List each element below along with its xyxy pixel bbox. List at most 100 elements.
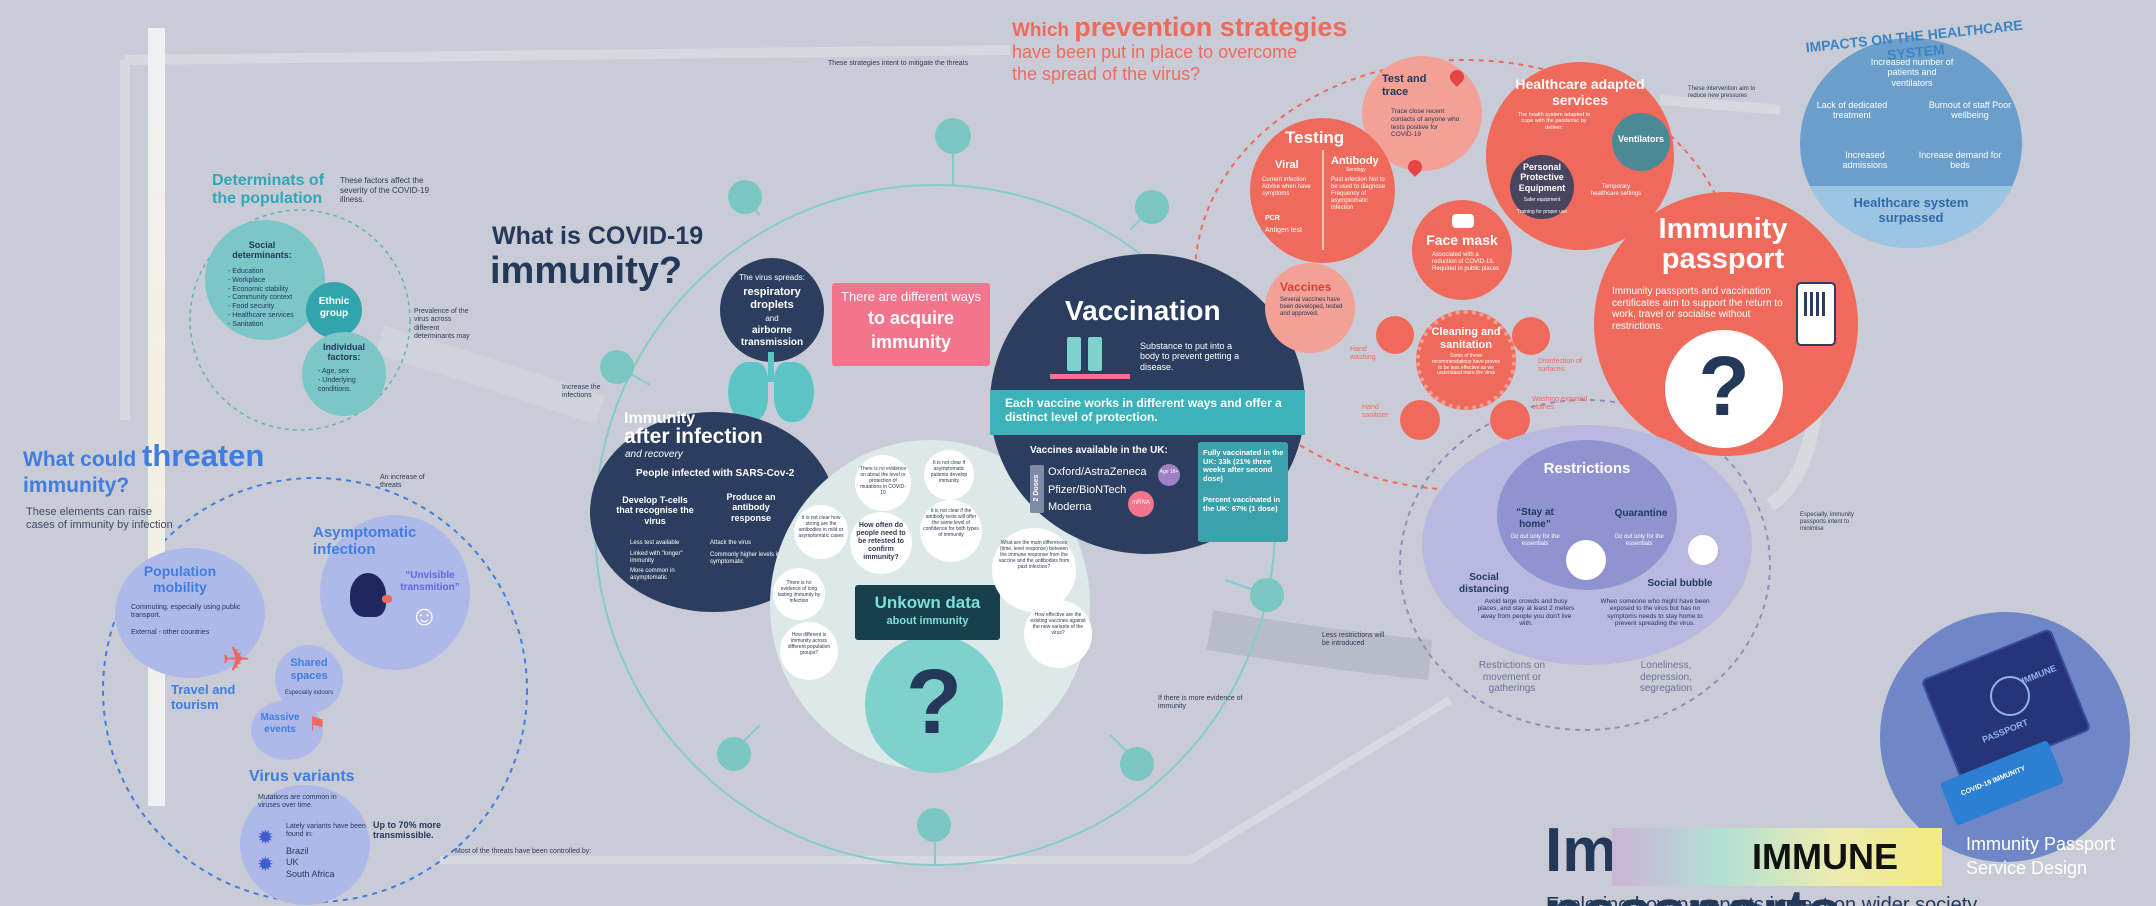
vaccination-band-text: Each vaccine works in different ways and…	[1005, 396, 1282, 424]
impacts-demand: Increase demand for beds	[1918, 150, 2002, 171]
hand-sanitiser: Hand sanitiser	[1362, 404, 1389, 420]
infection-title-b: after infection	[624, 425, 763, 448]
ppe-circle	[1510, 155, 1574, 219]
healthcare-desc: The health system adapted to cope with t…	[1517, 112, 1591, 131]
face-mask-desc: Associated with a reduction of COVID-19.…	[1432, 252, 1500, 273]
travel-tourism: Travel and tourism	[171, 682, 236, 712]
social-distancing-desc: Avoid large crowds and busy places, and …	[1477, 598, 1575, 628]
cough-mark-icon	[382, 595, 392, 603]
more-common: More common in asymptomatic	[630, 568, 675, 582]
vaccine-item: Oxford/AstraZeneca	[1048, 466, 1147, 478]
question-text: How often do people need to be retested …	[856, 522, 906, 562]
cleaning-circle	[1416, 310, 1516, 410]
threaten-title-c: immunity?	[23, 473, 130, 497]
disinfection: Disinfection of surfaces	[1538, 358, 1582, 374]
vaccination-desc: Substance to put into a body to prevent …	[1140, 341, 1240, 372]
passport-question-circle	[1665, 330, 1783, 448]
determinants-title: Determinats of the population	[212, 172, 325, 208]
washing-clothes: Washing exposed clothes	[1532, 396, 1588, 412]
disinfection-icon	[1512, 317, 1550, 355]
social-item: - Education	[228, 268, 264, 275]
ventilators-circle	[1612, 113, 1670, 171]
antibody-items: Past infection Not to be used to diagnos…	[1331, 177, 1386, 211]
threaten-desc: These elements can raise cases of immuni…	[26, 506, 173, 531]
mobility-desc: Commuting, especially using public trans…	[131, 604, 241, 620]
face-mask-title: Face mask	[1426, 232, 1498, 248]
unknown-question-circle	[865, 635, 1003, 773]
individual-title: Individual factors:	[322, 342, 365, 363]
less-tests: Less test available	[630, 540, 680, 546]
ring-node	[1250, 578, 1284, 612]
social-item: - Healthcare services	[228, 311, 294, 319]
variant-countries: Brazil UK South Africa	[286, 846, 366, 880]
question-bubble	[855, 455, 911, 511]
social-determinants-circle	[205, 220, 325, 340]
attack-virus: Attack the virus	[710, 540, 752, 546]
higher-levels: Commonly higher levels in symptomatic	[710, 552, 781, 566]
doses-badge	[1030, 465, 1044, 513]
viral-title: Viral	[1275, 159, 1299, 171]
impacts-admissions: Increased admissions	[1842, 150, 1888, 171]
hand-washing: Hand washing	[1350, 346, 1376, 362]
infection-title-c: and recovery	[625, 449, 683, 460]
restrictions-effect-1: Restrictions on movement or gatherings	[1478, 660, 1546, 694]
passport-especially: Especially, immunity passports intent to…	[1800, 512, 1854, 533]
fully-vaccinated: Fully vaccinated in the UK: 33k (21% thr…	[1203, 448, 1284, 483]
vaccination-title: Vaccination	[1065, 295, 1221, 326]
question-bubble	[780, 622, 838, 680]
ethnic-group-circle	[306, 282, 362, 338]
question-bubble	[773, 568, 825, 620]
virus-icon: ✹	[257, 854, 274, 876]
vaccine-item: Pfizer/BioNTech	[1048, 484, 1127, 496]
ppe-title: Personal Protective Equipment	[1518, 162, 1566, 193]
antigen-label: Antigen test	[1265, 227, 1302, 234]
vaccine-item: Moderna	[1048, 501, 1092, 513]
individual-item: - Underlying conditions.	[318, 376, 356, 393]
testing-title: Testing	[1285, 128, 1345, 147]
head-profile-icon	[350, 573, 386, 617]
question-text: It is not clear if asymptomatic patients…	[930, 460, 968, 484]
test-trace-title: Test and trace	[1382, 73, 1427, 98]
impacts-patients: Increased number of patients and ventila…	[1870, 57, 1954, 88]
ways-b: to acquire	[867, 308, 955, 328]
shared-spaces: Shared spaces	[290, 657, 328, 682]
airplane-icon: ✈	[222, 641, 251, 679]
mrna-badge	[1128, 491, 1154, 517]
variants-found: Lately variants have been found in:	[286, 823, 366, 839]
question-bubble	[924, 450, 974, 500]
syringe-icon	[1050, 374, 1130, 379]
spread-a: The virus spreads:	[739, 273, 805, 282]
quarantine-desc: Go out only for the essentials	[1614, 534, 1664, 547]
main-title-line2: immunity?	[490, 250, 683, 292]
individual-list: - Age, sex - Underlying conditions.	[318, 368, 378, 394]
healthcare-title: Healthcare adapted services	[1515, 76, 1645, 109]
prevalence-note: Prevalence of the virus across different…	[414, 308, 470, 341]
note-bottom: Most of the threats have been controlled…	[455, 848, 592, 855]
intervention-note: These intervention aim to reduce new pre…	[1688, 86, 1756, 100]
cleaning-desc: Some of these recommendations have prove…	[1431, 353, 1501, 377]
passport-title: Immunity passport	[1658, 213, 1788, 276]
variants-circle	[240, 785, 370, 905]
threaten-title-a: What could	[23, 448, 137, 471]
massive-events: Massive events	[260, 712, 300, 735]
stay-desc: Go out only for the essentials	[1510, 534, 1560, 547]
ventilators-title: Ventilators	[1617, 134, 1664, 144]
determinants-desc: These factors affect the severity of the…	[340, 176, 429, 205]
mrna-badge-label: mRNA	[1132, 500, 1150, 506]
social-item: - Sanitation	[228, 320, 264, 328]
increase-threats-note: An increase of threats	[380, 474, 425, 490]
note-top: These strategies intent to mitigate the …	[828, 60, 969, 67]
ways-box	[832, 283, 990, 366]
service-a: Immunity Passport	[1966, 834, 2116, 854]
asymptomatic-quote: “Unvisible transmition”	[400, 570, 460, 593]
cleaning-title: Cleaning and sanitation	[1431, 326, 1501, 351]
unknown-question-mark: ?	[905, 651, 963, 753]
question-text: There is no evidence of long lasting imm…	[777, 580, 821, 604]
variants-desc: Mutations are common in viruses over tim…	[258, 794, 337, 810]
pastel-stripe	[148, 28, 165, 806]
vaccine-vial-icon	[1067, 337, 1081, 371]
quarantine: Quarantine	[1614, 508, 1668, 519]
question-bubble	[1024, 600, 1092, 668]
question-bubble	[920, 500, 982, 562]
unknown-box	[855, 585, 1000, 640]
